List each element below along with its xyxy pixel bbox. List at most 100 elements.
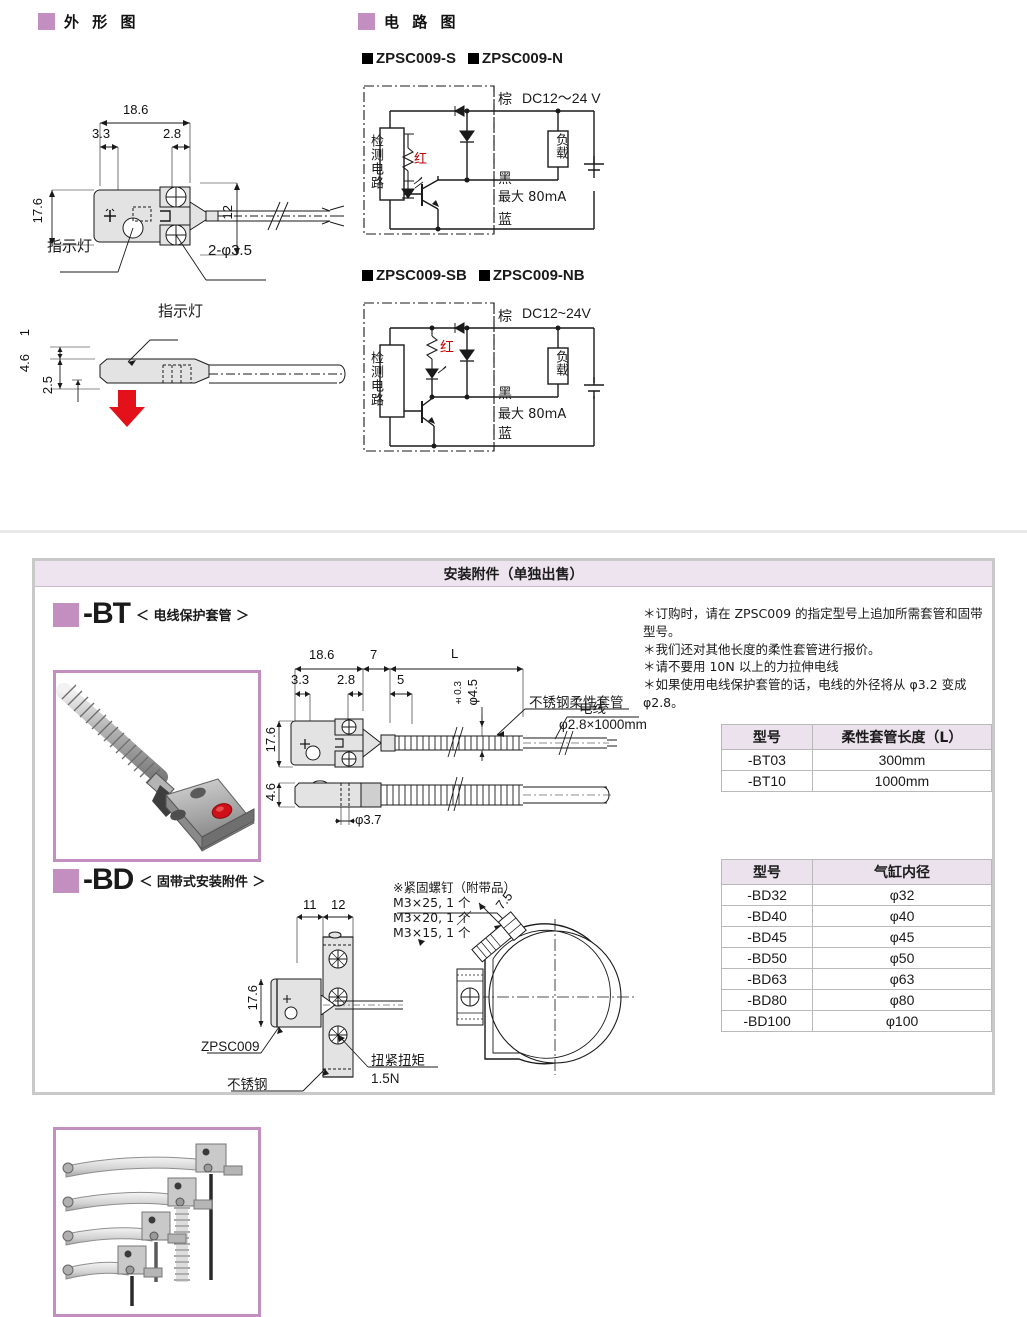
bd-bore: φ45	[812, 926, 992, 948]
bd-screw-item: M3×20, 1 个	[393, 910, 471, 925]
table-row: -BD100 φ100	[720, 1010, 992, 1032]
bd-heading: -BD ＜ 固带式安装附件 ＞	[53, 863, 265, 896]
label-max-current-2: 最大 80mA	[498, 407, 567, 422]
accessories-notes: ＊订购时，请在 ZPSC009 的指定型号上追加所需套管和固带型号。 ＊我们还对…	[643, 605, 989, 712]
label-mounting-holes: 2-φ3.5	[208, 242, 252, 259]
label-supply-voltage-2: DC12~24V	[522, 305, 591, 321]
bd-dim-a: 11	[303, 897, 317, 912]
outline-side-view-drawing: 1 4.6 2.5 指示灯	[0, 292, 350, 432]
bd-technical-drawing: 11 12 17.6 7.5 ※紧固螺钉（附带品） M3×25, 1 个 M3×…	[201, 879, 697, 1097]
bt-product-photo	[53, 670, 261, 862]
label-led-red-1: 红	[414, 152, 428, 167]
bd-model: -BD50	[720, 947, 814, 969]
bt-dim-tube-tolerance: ±0.3	[453, 681, 464, 706]
table-row: -BD63 φ63	[720, 968, 992, 990]
bullet-square-icon	[478, 270, 490, 281]
bd-dim-height: 17.6	[245, 985, 260, 1011]
outline-section-header: 外 形 图	[38, 11, 139, 32]
label-indicator-front: 指示灯	[47, 237, 93, 255]
dim-right-offset: 2.8	[163, 126, 182, 141]
bd-bore: φ80	[812, 989, 992, 1011]
bt-model: -BT03	[721, 749, 813, 771]
section-divider	[0, 530, 1027, 533]
bd-spec-table: 型号 气缸内径 -BD32 φ32 -BD40 φ40 -BD45 φ45 -B…	[720, 859, 992, 1032]
note-item: ＊请不要用 10N 以上的力拉伸电线	[643, 659, 839, 675]
outline-section-title: 外 形 图	[64, 13, 140, 31]
bd-model: -BD45	[720, 926, 814, 948]
dim-side-top: 1	[17, 329, 32, 337]
label-detection-circuit-2: 检测电路	[368, 351, 383, 407]
dim-left-offset: 3.3	[92, 126, 111, 141]
table-row: -BT03 300mm	[721, 749, 993, 771]
label-indicator-side: 指示灯	[158, 302, 204, 320]
bd-label-torque-value: 1.5N	[371, 1071, 400, 1086]
circuit-diagram-1: 检测电路 红 负载 棕 黑 蓝 DC12〜24 V 最大 80mA	[352, 76, 652, 251]
table-row: -BD45 φ45	[720, 926, 992, 948]
label-load-1: 负载	[553, 133, 568, 159]
dim-width-total: 18.6	[123, 102, 149, 117]
table-row: -BT10 1000mm	[721, 770, 993, 792]
bd-bore: φ100	[812, 1010, 992, 1032]
bt-heading: -BT ＜ 电线保护套管 ＞	[53, 597, 250, 630]
bd-model: -BD63	[720, 968, 814, 990]
table-row: -BD40 φ40	[720, 905, 992, 927]
bd-product-photo	[53, 1127, 261, 1317]
bd-bore: φ50	[812, 947, 992, 969]
bt-length: 300mm	[811, 749, 993, 771]
label-load-2: 负载	[553, 350, 568, 376]
bt-dim-height: 17.6	[263, 727, 278, 753]
accent-square-icon	[53, 868, 79, 893]
accent-square-icon	[38, 13, 55, 30]
label-wire-blue-1: 蓝	[498, 212, 512, 228]
label-led-red-2: 红	[440, 340, 454, 356]
bd-th-bore: 气缸内径	[812, 859, 992, 885]
outline-front-view-drawing: 18.6 3.3 2.8 17.6 12 指示灯 2-φ3.5	[0, 50, 350, 281]
note-item: ＊我们还对其他长度的柔性套管进行报价。	[643, 641, 881, 657]
label-supply-voltage-1: DC12〜24 V	[522, 90, 601, 106]
bullet-square-icon	[362, 270, 373, 281]
note-item: ＊如果使用电线保护套管的话，电线的外径将从 φ3.2 变成 φ2.8。	[643, 677, 967, 710]
dim-side-height: 4.6	[17, 354, 32, 373]
accessories-panel: 安装附件（单独出售） -BT ＜ 电线保护套管 ＞	[32, 558, 995, 1317]
bd-code: -BD	[83, 863, 134, 896]
circuit-section-header: 电 路 图	[358, 11, 459, 32]
bd-model: -BD40	[720, 905, 814, 927]
bd-bore: φ63	[812, 968, 992, 990]
bt-dim-left-offset: 3.3	[291, 672, 310, 687]
circuit-diagram-2: 检测电路 红 负载 棕 黑 蓝 DC12~24V 最大 80mA	[352, 293, 652, 463]
bt-code: -BT	[83, 597, 131, 630]
bt-label-cable: 电线	[579, 701, 606, 717]
table-header-row: 型号 柔性套管长度（L）	[721, 724, 993, 750]
circuit2-model-header: ZPSC009-SB ZPSC009-NB	[362, 267, 585, 284]
bt-dim-right-offset: 2.8	[337, 672, 356, 687]
circuit1-model-n: ZPSC009-N	[482, 50, 563, 67]
bt-subtitle: ＜ 电线保护套管 ＞	[135, 608, 250, 624]
table-row: -BD80 φ80	[720, 989, 992, 1011]
bd-bore: φ32	[812, 884, 992, 906]
bd-model: -BD80	[720, 989, 814, 1011]
direction-arrow-icon	[109, 390, 145, 427]
bd-label-material: 不锈钢	[227, 1077, 268, 1093]
accessories-banner: 安装附件（单独出售）	[35, 561, 992, 587]
accent-square-icon	[53, 602, 79, 627]
bd-model: -BD32	[720, 884, 814, 906]
label-wire-brown-2: 棕	[498, 309, 512, 325]
dim-cable-span: 12	[220, 205, 235, 220]
bt-dim-length: L	[451, 646, 459, 661]
bd-dim-b: 12	[331, 897, 346, 912]
bt-dim-neck: 7	[370, 647, 378, 662]
circuit1-model-s: ZPSC009-S	[376, 50, 457, 67]
dim-side-mid: 2.5	[40, 376, 55, 395]
circuit2-model-nb: ZPSC009-NB	[492, 267, 585, 284]
bt-dim-side-height: 4.6	[263, 783, 278, 802]
bd-th-model: 型号	[720, 859, 814, 885]
bd-screws-title: ※紧固螺钉（附带品）	[393, 880, 516, 895]
note-item: ＊订购时，请在 ZPSC009 的指定型号上追加所需套管和固带型号。	[643, 606, 983, 639]
bt-dim-inner: 5	[397, 672, 405, 687]
bt-dim-width: 18.6	[309, 647, 335, 662]
label-wire-brown-1: 棕	[498, 92, 512, 108]
bd-label-sensor: ZPSC009	[201, 1039, 260, 1054]
circuit2-model-sb: ZPSC009-SB	[376, 267, 467, 284]
bd-bore: φ40	[812, 905, 992, 927]
bt-dim-tube-diameter: φ4.5	[465, 679, 480, 706]
